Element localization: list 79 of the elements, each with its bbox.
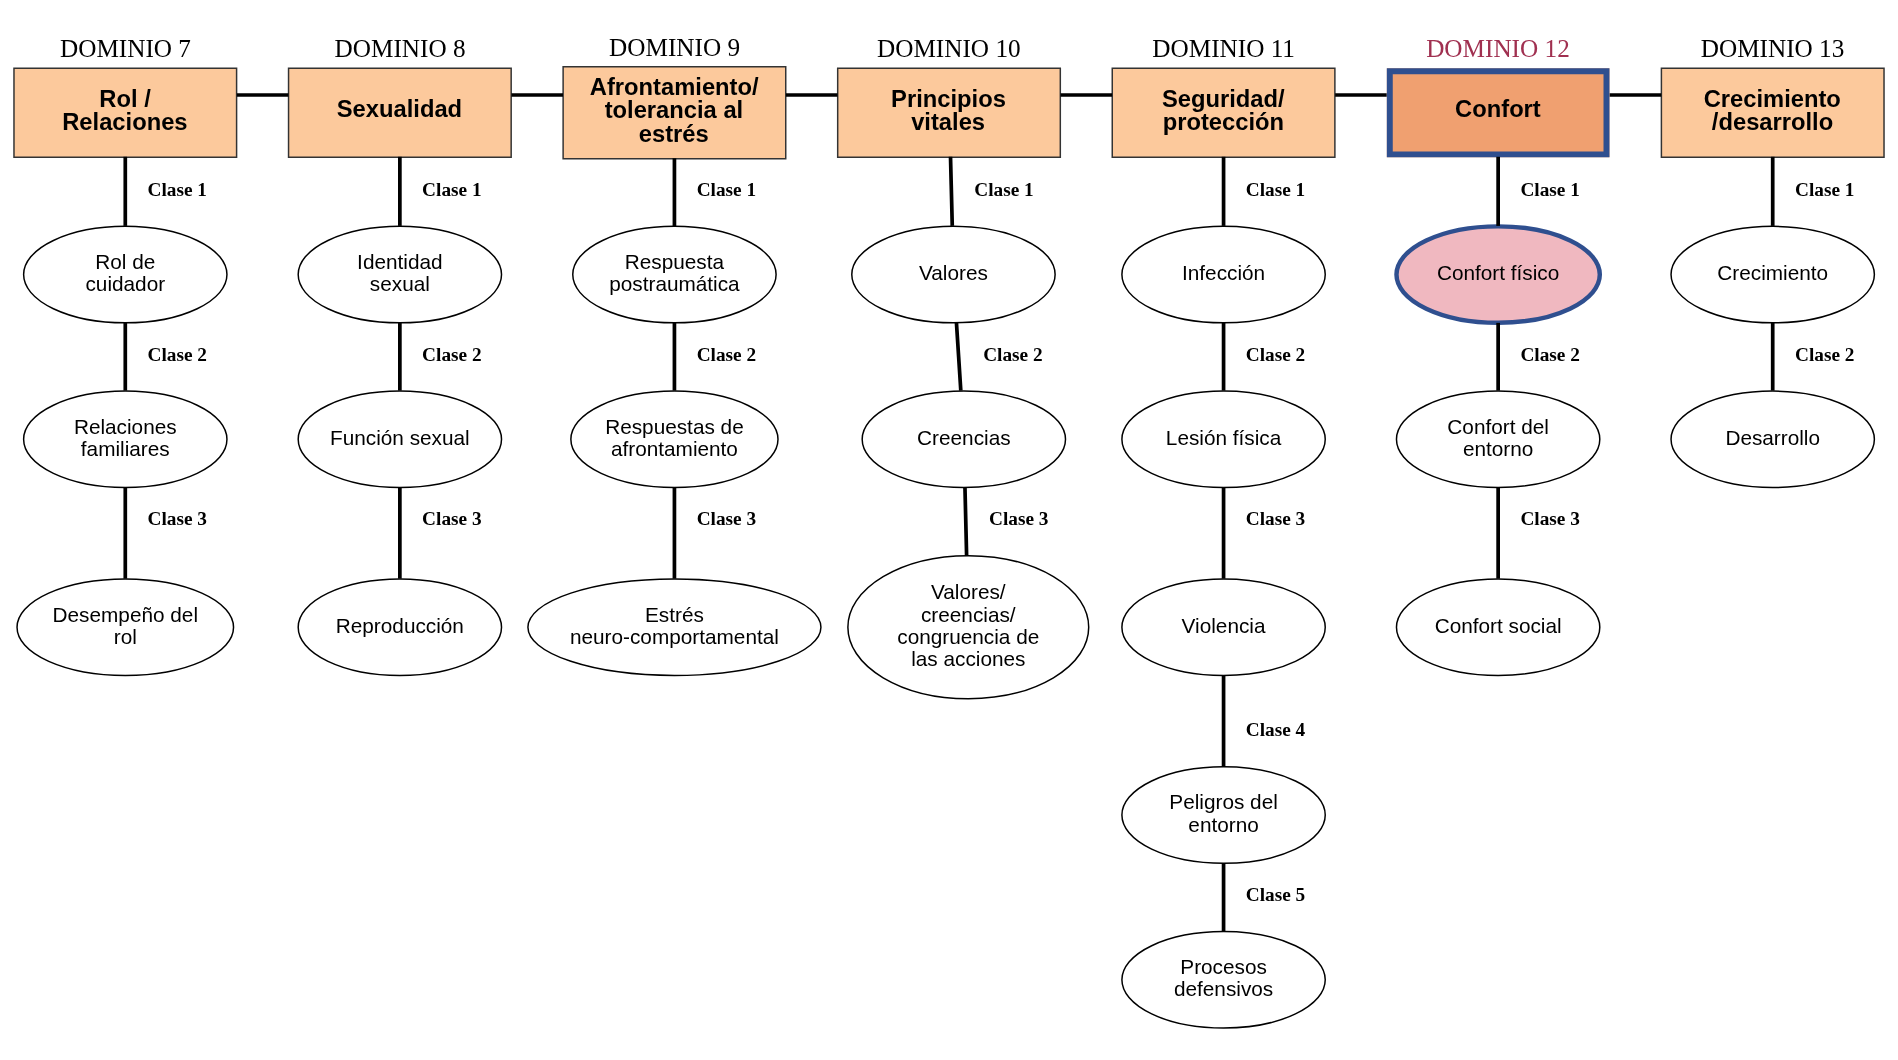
connector <box>123 322 128 391</box>
node-ellipse: Función sexual <box>297 390 503 489</box>
node-label: DOMINIO 13 <box>1700 35 1845 63</box>
edge-label: Clase 2 <box>1794 343 1855 365</box>
edge-label: Clase 3 <box>1245 508 1306 530</box>
node-ellipse: Respuestas de afrontamiento <box>570 390 779 489</box>
connector <box>948 156 955 226</box>
edge-label: Clase 3 <box>422 508 482 530</box>
connector <box>1496 322 1500 391</box>
edge-label: Clase 1 <box>1245 178 1306 200</box>
node-ellipse: Valores <box>851 225 1056 324</box>
node-ellipse: Crecimiento <box>1670 225 1876 324</box>
edge-label: Clase 1 <box>696 178 757 200</box>
connector <box>236 93 289 97</box>
node-label: DOMINIO 7 <box>59 35 191 63</box>
edge-label: Clase 1 <box>147 178 207 200</box>
node-ellipse: Desempeño del rol <box>16 578 235 677</box>
node-ellipse: Infección <box>1121 225 1326 324</box>
connector <box>1496 156 1500 226</box>
edge-label: Clase 4 <box>1245 719 1306 741</box>
edge-label: Clase 3 <box>147 508 207 530</box>
node-ellipse: Relaciones familiares <box>22 390 228 489</box>
edge-label: Clase 1 <box>1794 178 1855 200</box>
connector <box>954 322 963 391</box>
node-ellipse: Violencia <box>1121 578 1326 677</box>
connector <box>1221 156 1226 226</box>
node-ellipse: Confort físico <box>1394 224 1603 326</box>
connector <box>672 158 677 227</box>
node-ellipse: Peligros del entorno <box>1121 766 1326 865</box>
connector <box>672 322 677 391</box>
connector <box>1221 863 1226 932</box>
node-ellipse: Identidad sexual <box>297 225 503 324</box>
connector <box>123 156 128 226</box>
edge-label: Clase 2 <box>147 343 207 365</box>
node-ellipse: Valores/ creencias/ congruencia de las acciones <box>847 555 1090 700</box>
edge-label: Clase 5 <box>1245 884 1306 906</box>
connector <box>1221 322 1226 391</box>
node-ellipse: Confort social <box>1395 578 1601 677</box>
node-label: DOMINIO 12 <box>1426 35 1570 63</box>
connector <box>963 487 969 556</box>
node-ellipse: Respuesta postraumática <box>572 225 777 324</box>
node-ellipse: Rol de cuidador <box>22 225 228 324</box>
node-label: DOMINIO 8 <box>334 35 466 63</box>
edge-label: Clase 2 <box>1245 343 1306 365</box>
node-ellipse: Desarrollo <box>1670 390 1876 489</box>
node-ellipse: Reproducción <box>297 578 503 677</box>
node-ellipse: Lesión física <box>1121 390 1326 489</box>
edge-label: Clase 1 <box>422 178 482 200</box>
connector <box>1496 487 1500 579</box>
edge-label: Clase 2 <box>696 343 757 365</box>
connector <box>1609 93 1662 97</box>
node-ellipse: Confort del entorno <box>1395 390 1601 489</box>
connector <box>1221 675 1226 767</box>
node-ellipse: Creencias <box>861 390 1067 489</box>
connector <box>398 156 402 226</box>
edge-label: Clase 2 <box>1520 343 1580 365</box>
connector <box>123 487 128 579</box>
connector <box>1770 322 1775 391</box>
node-ellipse: Estrés neuro-comportamental <box>527 578 822 677</box>
connector <box>1221 487 1226 579</box>
edge-label: Clase 1 <box>1520 178 1580 200</box>
connector <box>672 487 677 579</box>
node-label: DOMINIO 11 <box>1152 35 1295 63</box>
edge-label: Clase 3 <box>989 508 1049 530</box>
connector <box>398 487 402 579</box>
node-label: DOMINIO 9 <box>609 33 741 61</box>
edge-label: Clase 2 <box>422 343 482 365</box>
connector <box>786 93 838 97</box>
connector <box>1060 93 1113 97</box>
edge-label: Clase 3 <box>696 508 757 530</box>
connector <box>1335 93 1387 97</box>
node-label: DOMINIO 10 <box>877 35 1021 63</box>
connector <box>511 93 563 97</box>
connector <box>398 322 402 391</box>
connector <box>1770 156 1775 226</box>
edge-label: Clase 1 <box>974 178 1034 200</box>
edge-label: Clase 3 <box>1520 508 1580 530</box>
edge-label: Clase 2 <box>983 343 1043 365</box>
node-ellipse: Procesos defensivos <box>1121 930 1326 1029</box>
